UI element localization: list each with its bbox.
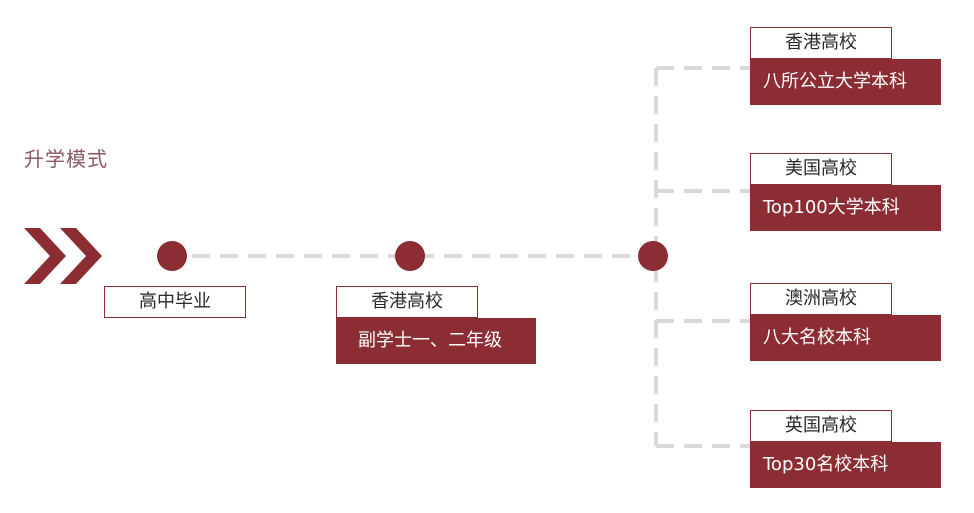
branch-3-school: 澳洲高校 bbox=[750, 283, 892, 315]
branch-4-program: Top30名校本科 bbox=[750, 442, 941, 488]
node-start bbox=[157, 241, 187, 271]
middle-program-label: 副学士一、二年级 bbox=[336, 318, 536, 364]
branch-1-program: 八所公立大学本科 bbox=[750, 59, 941, 105]
branch-2-school: 美国高校 bbox=[750, 153, 892, 185]
diagram-title: 升学模式 bbox=[24, 147, 108, 171]
chevron-right-shape bbox=[60, 228, 102, 284]
node-middle bbox=[395, 241, 425, 271]
branch-1-school: 香港高校 bbox=[750, 27, 892, 59]
chevron-left-shape bbox=[24, 228, 66, 284]
branch-2-program: Top100大学本科 bbox=[750, 185, 941, 231]
middle-school-label: 香港高校 bbox=[336, 286, 478, 318]
branch-4-school: 英国高校 bbox=[750, 410, 892, 442]
branch-3-program: 八大名校本科 bbox=[750, 315, 941, 361]
start-label: 高中毕业 bbox=[104, 286, 246, 318]
node-branch bbox=[638, 241, 668, 271]
